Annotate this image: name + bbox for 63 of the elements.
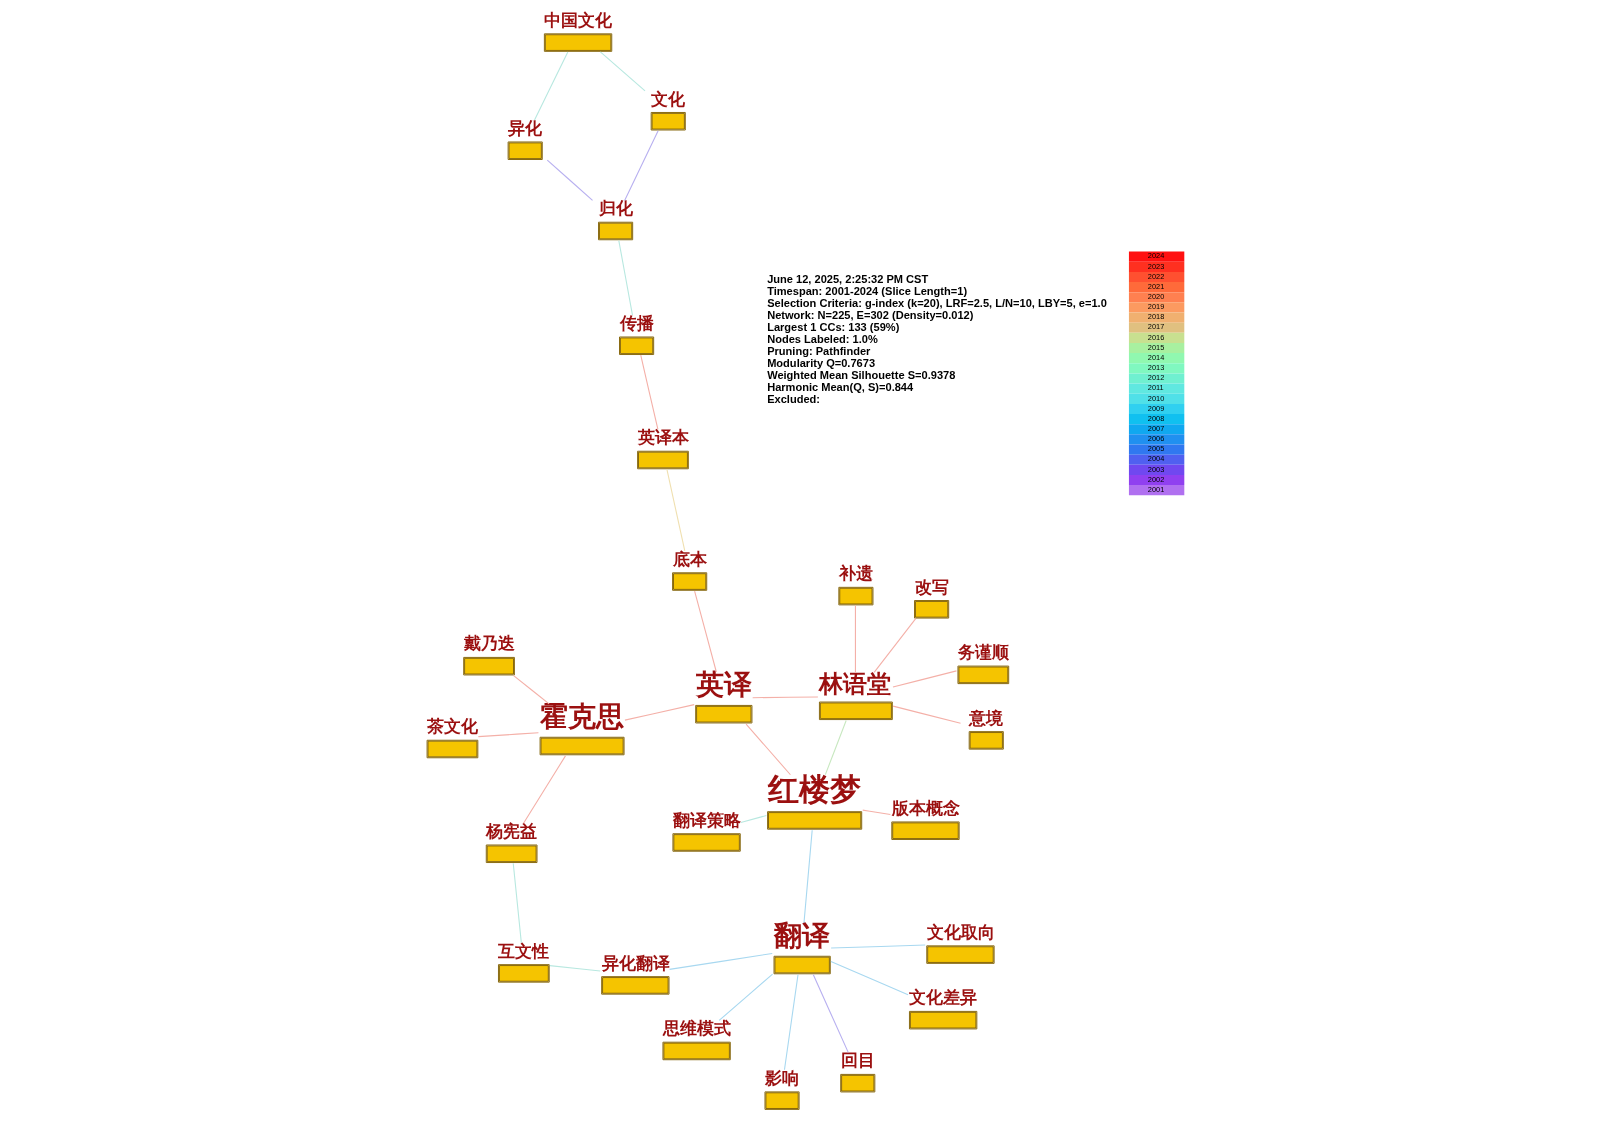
legend-label: 2005 (1147, 444, 1165, 454)
legend-label: 2022 (1147, 271, 1165, 281)
legend-label: 2019 (1147, 302, 1165, 312)
legend-label: 2020 (1147, 292, 1165, 302)
legend-label: 2003 (1147, 464, 1165, 474)
legend-label: 2023 (1147, 261, 1165, 271)
legend-label: 2021 (1147, 281, 1165, 291)
node-label: 林语堂 (819, 668, 892, 698)
legend-label: 2015 (1147, 342, 1165, 352)
node-label: 意境 (969, 707, 1004, 728)
node-label: 改写 (914, 576, 949, 597)
label: Excluded: (767, 392, 821, 405)
label: Selection Criteria: g-index (k=20), LRF=2.5, L/N=10, LBY=5, e=1.0 (767, 296, 1107, 309)
legend-label: 2014 (1147, 352, 1165, 362)
node-label: 翻译 (774, 919, 830, 953)
legend-label: 2013 (1147, 363, 1165, 373)
node-label: 补遗 (838, 563, 873, 584)
node-label: 务谨顺 (957, 642, 1009, 663)
legend-label: 2010 (1147, 393, 1165, 403)
node-label: 版本概念 (891, 798, 960, 819)
node-label: 红楼梦 (767, 770, 861, 807)
node-label: 戴乃迭 (463, 633, 515, 654)
node-label: 底本 (672, 548, 707, 569)
node-label: 翻译策略 (672, 809, 741, 830)
node-label: 归化 (598, 198, 633, 219)
node-label: 茶文化 (427, 716, 479, 737)
label: June 12, 2025, 2:25:32 PM CST (767, 272, 929, 285)
label: Timespan: 2001-2024 (Slice Length=1) (767, 284, 968, 297)
legend-label: 2009 (1147, 403, 1165, 413)
node-label: 文化差异 (909, 987, 978, 1008)
label: Network: N=225, E=302 (Density=0.012) (767, 308, 974, 321)
node-label: 互文性 (498, 940, 550, 961)
node-label: 英译 (695, 668, 752, 702)
node-label: 异化 (508, 118, 543, 139)
legend-label: 2018 (1147, 312, 1165, 322)
node-label: 回目 (840, 1050, 875, 1071)
node-label: 英译本 (637, 427, 689, 448)
legend-label: 2012 (1147, 373, 1165, 383)
node-label: 影响 (764, 1067, 799, 1088)
node-label: 文化取向 (926, 921, 995, 942)
legend-label: 2006 (1147, 434, 1165, 444)
node-label: 传播 (619, 313, 654, 334)
legend-label: 2017 (1147, 322, 1165, 332)
node-label: 杨宪益 (486, 821, 538, 842)
legend-label: 2008 (1147, 413, 1165, 423)
label: Pruning: Pathfinder (767, 344, 871, 357)
label: Modularity Q=0.7673 (767, 356, 876, 369)
legend-label: 2004 (1147, 454, 1165, 464)
label: Largest 1 CCs: 133 (59%) (767, 320, 900, 333)
legend-label: 2002 (1147, 474, 1165, 484)
node-label: 异化翻译 (601, 952, 670, 973)
label: Weighted Mean Silhouette S=0.9378 (767, 368, 956, 381)
node-label: 文化 (651, 88, 686, 109)
node-label: 中国文化 (544, 9, 613, 30)
node-label: 霍克思 (540, 700, 625, 734)
legend-label: 2016 (1147, 332, 1165, 342)
node-label: 思维模式 (662, 1018, 731, 1039)
legend-label: 2011 (1147, 383, 1164, 393)
legend-label: 2024 (1147, 251, 1165, 261)
legend-label: 2001 (1147, 484, 1165, 494)
legend-label: 2007 (1147, 424, 1165, 434)
label: Nodes Labeled: 1.0% (767, 332, 878, 345)
label: Harmonic Mean(Q, S)=0.844 (767, 380, 914, 393)
